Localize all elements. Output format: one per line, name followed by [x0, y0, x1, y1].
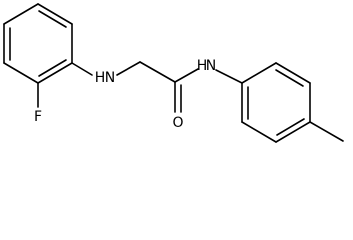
- amine-h-label: H: [95, 70, 106, 86]
- bond: [275, 62, 311, 84]
- bond: [275, 121, 311, 143]
- bond: [3, 62, 39, 84]
- bond: [241, 62, 277, 84]
- double-bond: [276, 118, 305, 136]
- bond-ring-n: [71, 62, 93, 76]
- fluorine-label: F: [34, 109, 42, 125]
- fluorophenyl-ring: [3, 3, 73, 84]
- bond-c-n: [174, 68, 199, 83]
- bond: [37, 62, 73, 84]
- tolyl-ring: [241, 62, 311, 143]
- bond-methyl: [309, 121, 344, 142]
- double-bond: [38, 59, 67, 77]
- carbonyl-o-label: O: [172, 115, 183, 131]
- bond: [37, 3, 73, 25]
- bond-n-ring: [215, 69, 243, 84]
- bond-ch2-c: [139, 61, 176, 83]
- double-bond: [275, 69, 304, 87]
- bond: [241, 121, 277, 143]
- molecule-structure: F H N H N O: [3, 3, 344, 143]
- amide-h-label: H: [197, 58, 208, 74]
- double-bond: [38, 10, 67, 28]
- amide-n-label: N: [206, 58, 216, 74]
- bond-n-ch2: [116, 61, 141, 76]
- amine-n-label: N: [105, 70, 115, 86]
- bond: [3, 3, 39, 25]
